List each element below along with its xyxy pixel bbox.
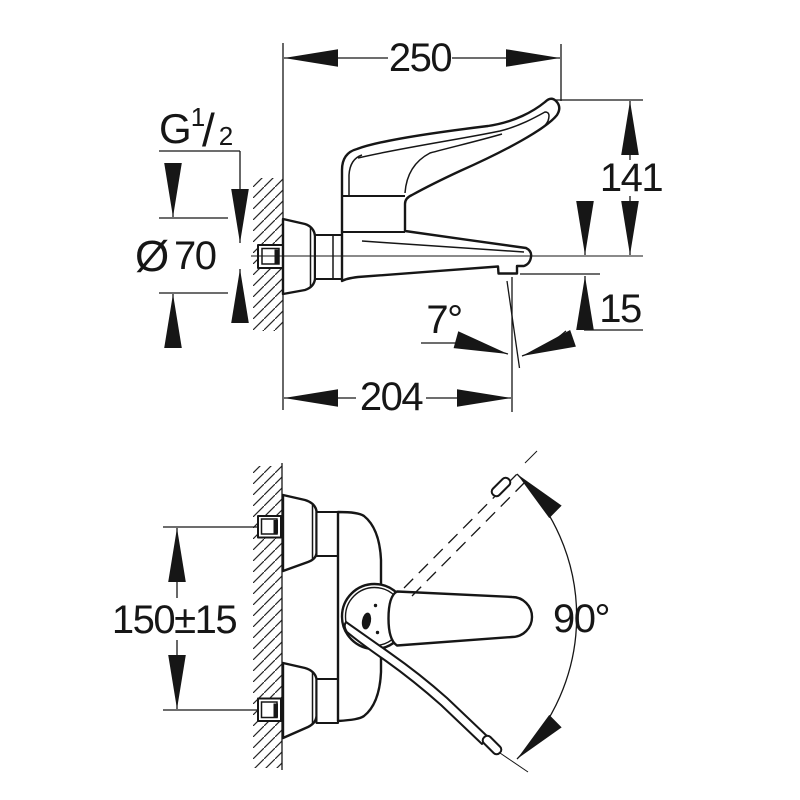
dim-15-label: 15 — [599, 287, 641, 331]
dim-204: 204 — [284, 277, 513, 419]
dim-204-label: 204 — [360, 375, 423, 419]
dim-inlet-spacing: 150±15 — [112, 526, 258, 711]
dim-7deg-label: 7° — [426, 298, 461, 342]
lever-inner-contour — [357, 111, 550, 159]
diameter-value: 70 — [174, 234, 216, 278]
dome-inner-contour — [348, 154, 363, 195]
hub-dot-upper — [373, 603, 378, 608]
escutcheon-lower — [281, 661, 318, 740]
thread-slash: / — [202, 104, 215, 156]
side-view: 250 G 1 / 2 Ø 70 141 — [135, 36, 664, 419]
dim-spray-angle: 7° — [421, 280, 576, 369]
plan-view: 90° 150±15 — [112, 450, 611, 773]
dim-swivel-90: 90° — [516, 473, 611, 760]
dim-thread: G 1 / 2 — [159, 102, 249, 323]
lever-swung-position — [343, 621, 489, 745]
sleeve-lower — [315, 678, 339, 724]
thread-denominator: 2 — [219, 121, 233, 151]
thread-g-label: G — [159, 105, 192, 152]
dim-90deg-label: 90° — [553, 597, 609, 641]
sleeve-upper — [315, 511, 339, 557]
inlet-union-upper — [257, 515, 282, 539]
dim-250: 250 — [284, 36, 562, 101]
inlet-union-lower — [257, 697, 282, 722]
hub-dot-lower — [375, 630, 380, 635]
connector-sleeve — [314, 234, 343, 280]
dim-150-label: 150±15 — [112, 598, 236, 642]
wall-hatch-plan — [253, 466, 282, 768]
escutcheon-upper — [281, 493, 318, 573]
dim-141-label: 141 — [600, 156, 662, 200]
lever-tip-lower — [481, 734, 503, 756]
lever-swing-extension-lower — [499, 752, 529, 773]
dim-250-label: 250 — [389, 36, 451, 80]
spout-highlight-line — [361, 240, 525, 253]
lever-underside-contour — [404, 133, 503, 194]
dim-141: 141 — [556, 99, 664, 255]
lever-rest-position — [387, 590, 534, 647]
diameter-symbol: Ø — [135, 232, 169, 281]
hub-indicator-mark — [361, 612, 372, 630]
lever-phantom-position — [403, 450, 538, 597]
lever-swing-extension-upper — [524, 450, 538, 464]
lever-tip-upper — [490, 476, 512, 498]
thread-numerator: 1 — [191, 102, 205, 132]
spray-direction-line — [506, 280, 521, 369]
dim-diameter-70: Ø 70 — [135, 163, 228, 348]
dim-15: 15 — [520, 201, 643, 331]
body-lever-spout-silhouette — [340, 97, 561, 283]
